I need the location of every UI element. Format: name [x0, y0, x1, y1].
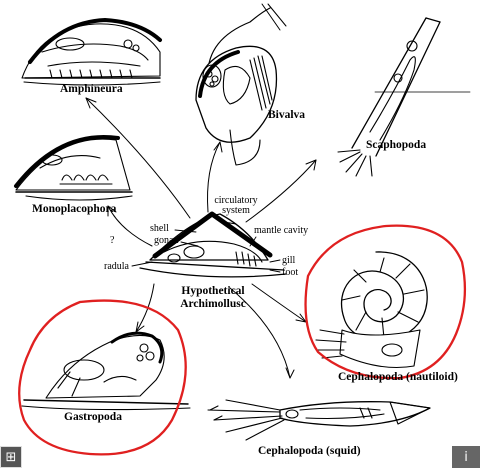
evolution-arrows [85, 97, 317, 379]
label-gastropoda: Gastropoda [64, 411, 122, 423]
highlight-annotations [18, 224, 467, 456]
label-circulatory-system: circulatory system [206, 196, 266, 216]
label-scaphopoda: Scaphopoda [366, 139, 427, 151]
label-cephalopoda-nautiloid: Cephalopoda (nautiloid) [338, 371, 458, 383]
label-bivalva: Bivalva [268, 109, 306, 121]
expand-icon[interactable]: ⊞ [0, 446, 22, 468]
label-foot: foot [282, 267, 299, 278]
label-shell: shell [150, 223, 169, 234]
squid-illustration [207, 399, 431, 441]
scaphopoda-illustration [337, 17, 471, 177]
label-gill: gill [282, 255, 296, 266]
bivalva-illustration [195, 3, 287, 166]
hypothetical-line2: Archimollusc [180, 298, 246, 311]
label-question: ? [110, 235, 115, 246]
label-monoplacophora: Monoplacophora [32, 203, 117, 215]
monoplacophora-illustration [14, 135, 133, 201]
label-amphineura: Amphineura [60, 83, 123, 95]
circulatory-line1: circulatory [214, 195, 258, 206]
label-hypothetical-archimollusc: Hypothetical Archimollusc [168, 285, 258, 311]
hypothetical-line1: Hypothetical [181, 285, 245, 297]
label-radula: radula [104, 261, 129, 272]
label-mantle-cavity: mantle cavity [254, 225, 309, 236]
amphineura-illustration [21, 18, 162, 86]
info-icon[interactable]: i [452, 446, 480, 468]
gastropoda-illustration [21, 331, 191, 411]
label-gonad: gonad [154, 235, 179, 246]
label-cephalopoda-squid: Cephalopoda (squid) [258, 445, 361, 457]
nautiloid-illustration [315, 251, 428, 369]
archimollusc-illustration [131, 211, 287, 278]
circulatory-line2: system [222, 205, 250, 216]
